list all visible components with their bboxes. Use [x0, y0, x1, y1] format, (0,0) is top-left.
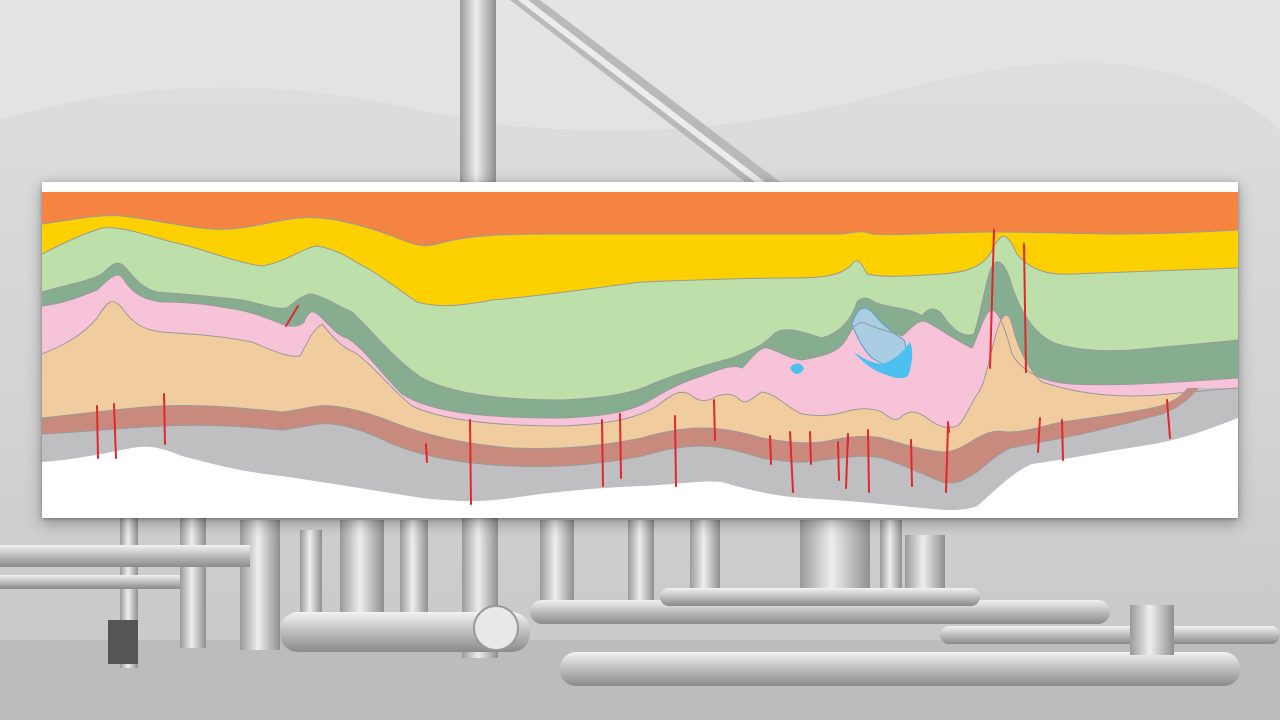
- boundary-tan-unit: [42, 301, 1238, 429]
- fault-line: [96, 405, 99, 459]
- fault-line: [163, 393, 166, 445]
- boundary-light-green-unit: [42, 227, 1238, 307]
- boundary-brown-band: [42, 387, 1189, 453]
- basement-white-base: [42, 418, 1238, 518]
- cross-section-panel: [42, 182, 1238, 518]
- stack-pipe: [460, 0, 496, 190]
- fault-line: [469, 419, 472, 505]
- boundary-yellow-unit: [42, 215, 1238, 247]
- fault-line: [1023, 243, 1027, 373]
- fault-line: [425, 443, 428, 463]
- fault-line: [1061, 419, 1064, 461]
- fault-line: [947, 421, 950, 433]
- fault-line: [1037, 417, 1041, 453]
- fault-line: [945, 425, 949, 493]
- fault-line: [113, 403, 117, 459]
- boundary-grey-basement: [42, 387, 1199, 484]
- fault-line: [601, 419, 604, 487]
- cyan-lens: [790, 363, 804, 374]
- boundary-pink-unit: [42, 274, 1238, 419]
- layer-boundary-lines: [42, 215, 1238, 484]
- refinery-structures: [0, 518, 1280, 686]
- boundary-dark-green-band: [42, 261, 1238, 401]
- fault-line: [1166, 399, 1171, 439]
- fault-line: [989, 229, 995, 369]
- fault-line: [837, 441, 840, 481]
- fault-line: [713, 399, 716, 441]
- clouds: [0, 0, 1280, 131]
- fault-line: [809, 431, 812, 465]
- fault-line: [789, 431, 794, 493]
- fault-line: [769, 435, 772, 465]
- diagonal-pipe-highlight: [518, 0, 765, 182]
- fault-line: [910, 439, 913, 487]
- geological-cross-section: [42, 192, 1238, 518]
- cyan-body: [854, 342, 913, 379]
- fault-line: [285, 305, 299, 327]
- fault-line: [674, 415, 677, 487]
- fault-line: [619, 413, 622, 479]
- fault-lines: [96, 229, 1171, 505]
- fault-line: [867, 429, 870, 493]
